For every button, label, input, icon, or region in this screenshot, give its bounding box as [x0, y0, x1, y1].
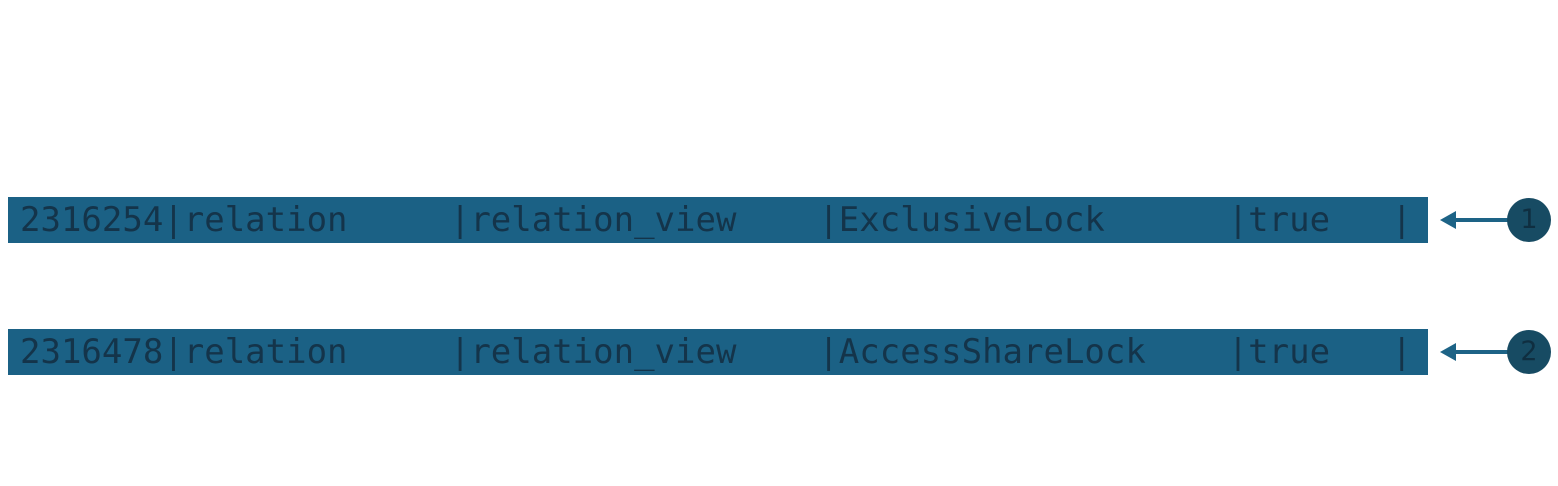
lock-row-text: 2316478|relation |relation_view |AccessS… — [20, 332, 1412, 372]
terminal-row-highlight: 2316254|relation |relation_view |Exclusi… — [8, 197, 1428, 243]
lock-row-1: 2316254|relation |relation_view |Exclusi… — [0, 197, 1558, 243]
left-arrow-head-icon — [1440, 211, 1456, 229]
terminal-row-highlight: 2316478|relation |relation_view |AccessS… — [8, 329, 1428, 375]
annotation-badge-2: 2 — [1507, 330, 1551, 374]
lock-row-2: 2316478|relation |relation_view |AccessS… — [0, 329, 1558, 375]
left-arrow-icon — [1452, 218, 1508, 222]
left-arrow-icon — [1452, 350, 1508, 354]
lock-row-text: 2316254|relation |relation_view |Exclusi… — [20, 200, 1412, 240]
annotation-badge-1: 1 — [1507, 198, 1551, 242]
left-arrow-head-icon — [1440, 343, 1456, 361]
